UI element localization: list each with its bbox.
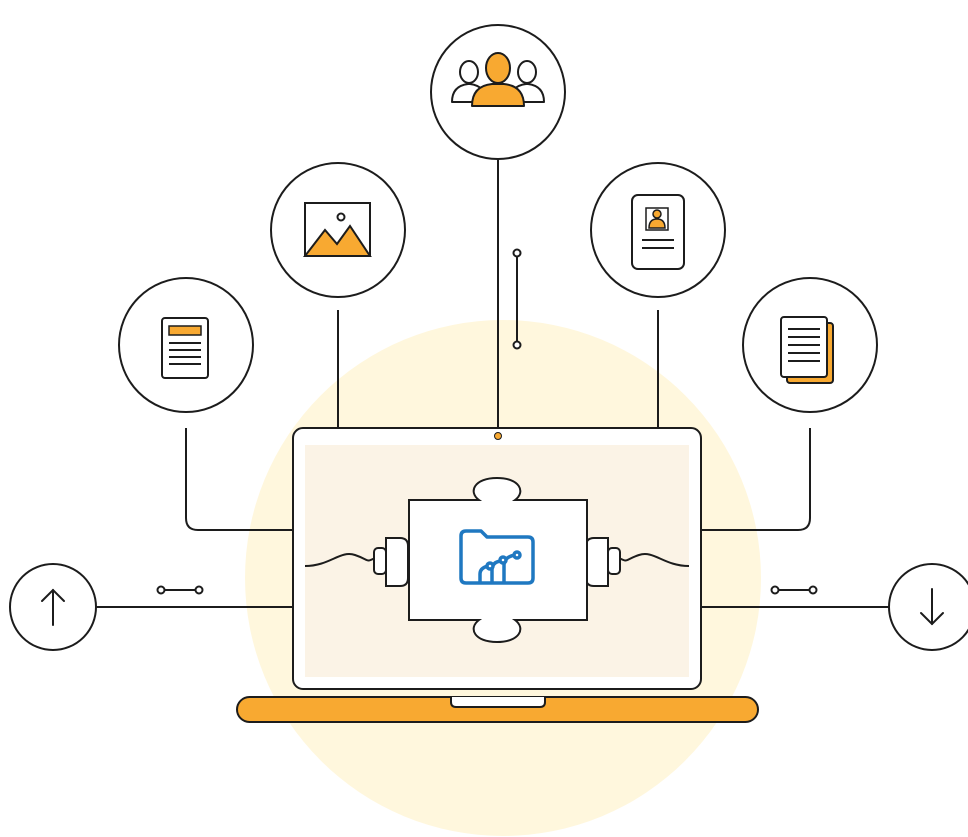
arrow-head <box>920 612 944 626</box>
id-card-shoulders <box>648 218 666 229</box>
dot <box>156 585 166 595</box>
arrow-head <box>41 588 65 602</box>
person-left-head <box>459 60 479 84</box>
cable-right <box>618 553 690 567</box>
dot <box>808 585 818 595</box>
person-center-body <box>471 83 525 107</box>
dot <box>512 248 522 258</box>
connector-stacked-documents <box>701 428 811 531</box>
id-card-body <box>631 194 685 270</box>
cable-left <box>304 553 376 567</box>
plug-left-tip <box>373 547 387 575</box>
stacked-documents-icon <box>780 316 834 384</box>
folder-outline <box>459 529 535 585</box>
chart-node <box>512 550 522 560</box>
document-header-bar <box>168 325 202 336</box>
laptop-base <box>236 696 759 723</box>
dot <box>770 585 780 595</box>
id-card-head <box>652 209 662 219</box>
cables <box>304 553 690 567</box>
front-page <box>780 316 828 378</box>
laptop-notch <box>450 697 546 708</box>
dot <box>512 340 522 350</box>
image-sun <box>336 212 346 222</box>
upload-arrow-icon <box>41 588 65 626</box>
dot <box>194 585 204 595</box>
image-icon <box>302 202 372 257</box>
plug-left-body <box>385 537 409 587</box>
chart-node <box>485 561 495 571</box>
person-right-head <box>517 60 537 84</box>
folder-chart-icon <box>459 529 535 585</box>
chart-node <box>498 555 508 565</box>
image-mountains <box>302 224 372 257</box>
plug-right-tip <box>607 547 621 575</box>
connector-document <box>185 428 293 531</box>
download-arrow-icon <box>920 588 944 626</box>
download-circle <box>888 563 968 651</box>
connector-lines <box>96 160 890 608</box>
team-icon <box>451 52 545 107</box>
webcam-dot <box>494 432 502 440</box>
person-center-head <box>485 52 511 84</box>
document-icon <box>161 317 209 379</box>
id-card-icon <box>631 194 685 270</box>
dot-connectors <box>156 248 818 595</box>
plug-right-body <box>585 537 609 587</box>
